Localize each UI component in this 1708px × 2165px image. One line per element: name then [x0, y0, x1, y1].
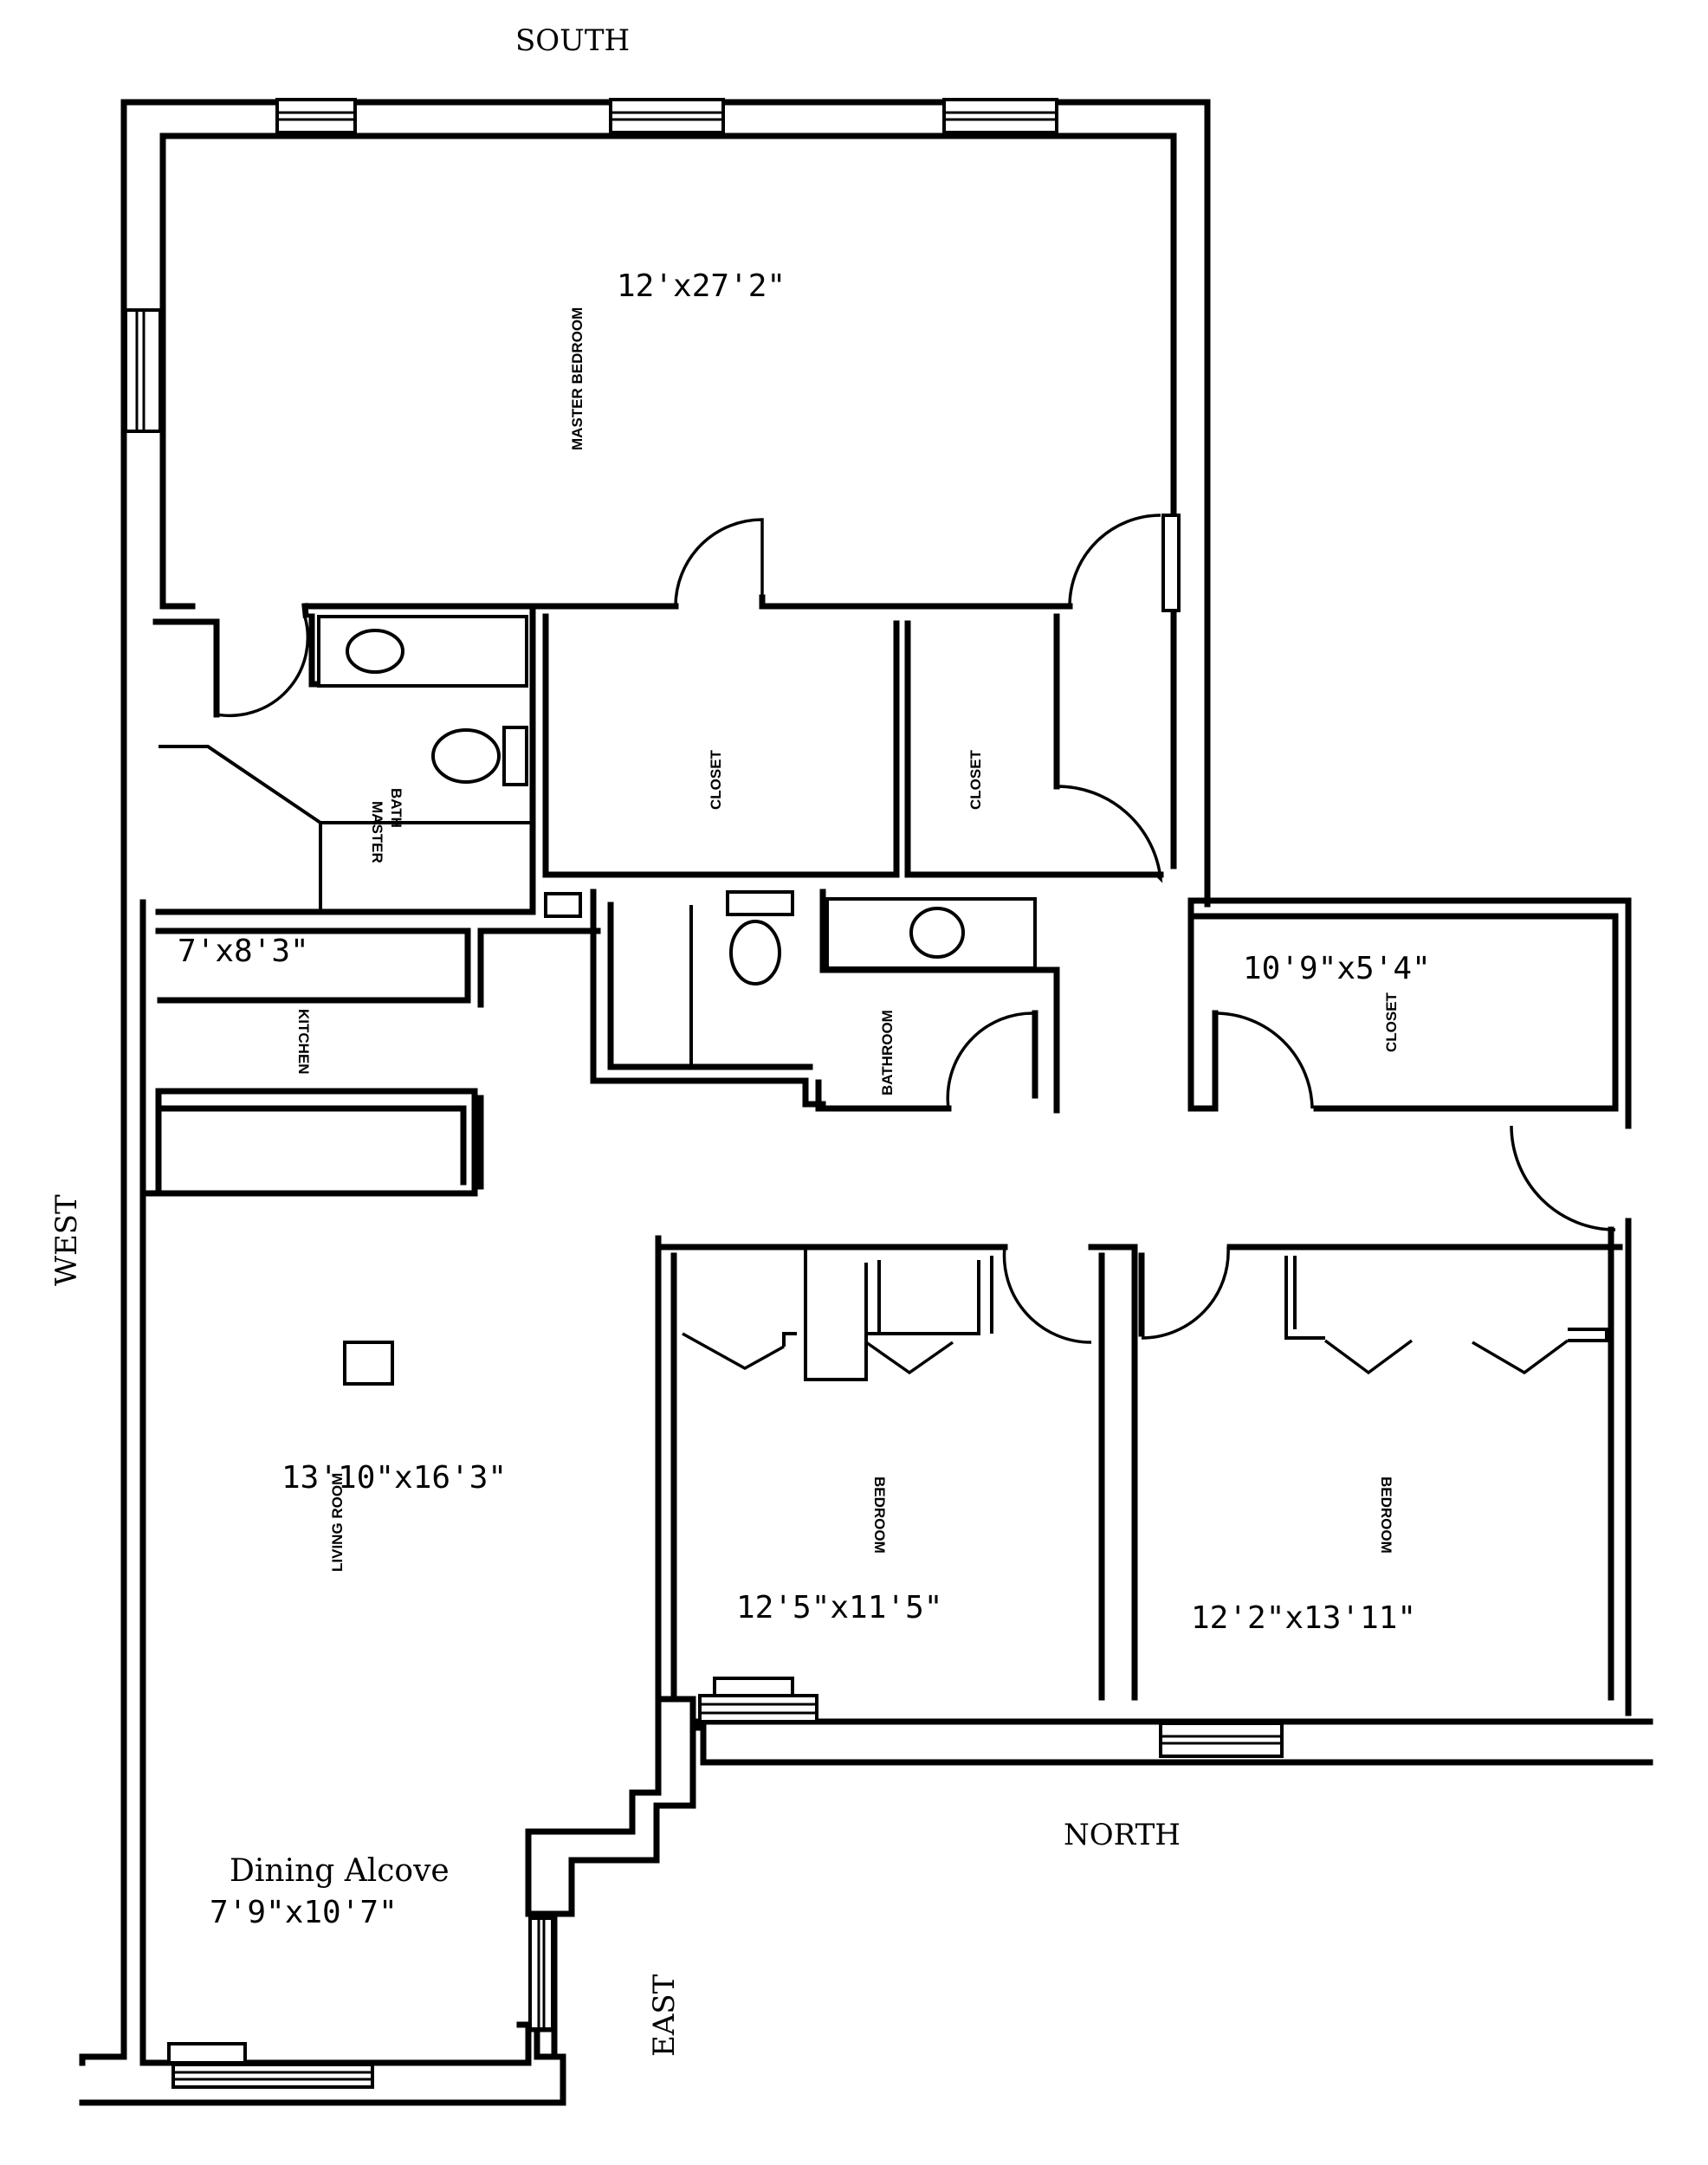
- door-master-closet: [674, 518, 764, 607]
- doors: [216, 514, 1616, 1375]
- bedroom-1-dims: 12'5"x11'5": [736, 1590, 942, 1625]
- compass-east: EAST: [647, 1974, 682, 2057]
- dining-alcove-label: Dining Alcove: [230, 1853, 450, 1889]
- window-bedroom-1: [698, 1677, 818, 1723]
- bedroom-2-label: BEDROOM: [1378, 1477, 1394, 1554]
- dining-alcove-dims: 7'9"x10'7": [210, 1895, 398, 1930]
- master-bath-sink: [317, 615, 528, 688]
- closet-2-label: CLOSET: [967, 749, 984, 810]
- bathroom-toilet: [726, 890, 794, 986]
- living-room-column: [343, 1341, 394, 1386]
- kitchen-label: KITCHEN: [295, 1009, 312, 1075]
- door-master-east: [1068, 514, 1161, 607]
- window-dining-north: [167, 2042, 374, 2089]
- closet-3-dims: 10'9"x5'4": [1243, 951, 1431, 986]
- bedroom-2-dims: 12'2"x13'11": [1191, 1600, 1416, 1636]
- outer-walls: [79, 99, 1653, 2106]
- door-master-bath: [216, 616, 310, 718]
- compass-west: WEST: [49, 1194, 84, 1286]
- compass-south: SOUTH: [515, 23, 630, 58]
- bathroom-label: BATHROOM: [879, 1010, 896, 1095]
- interior-walls: [152, 594, 1623, 1701]
- door-bedroom-2: [1141, 1246, 1230, 1340]
- window-south-2: [609, 98, 725, 134]
- master-bath-tub: [159, 745, 533, 912]
- living-room-label: LIVING ROOM: [329, 1473, 346, 1572]
- window-bedroom-2: [1159, 1722, 1284, 1758]
- window-west: [124, 308, 162, 433]
- closet-3-label: CLOSET: [1383, 992, 1400, 1052]
- windows: [124, 98, 1284, 2089]
- window-master-east: [1161, 514, 1181, 612]
- bathroom-sink: [825, 897, 1037, 970]
- door-bedroom-1: [1002, 1246, 1092, 1344]
- master-bath-label-line2: BATH: [388, 788, 404, 828]
- compass-north: NORTH: [1064, 1818, 1181, 1852]
- bedroom-1-label: BEDROOM: [871, 1477, 888, 1554]
- door-east-closet: [1214, 1011, 1314, 1109]
- door-hall: [1510, 1125, 1616, 1231]
- master-bath-toilet: [431, 726, 528, 786]
- master-bedroom-dims: 12'x27'2": [617, 268, 786, 304]
- door-bathroom: [946, 1011, 1036, 1109]
- closet-1-label: CLOSET: [708, 749, 724, 810]
- master-bath-label-line1: MASTER: [369, 801, 385, 863]
- window-south-1: [275, 98, 357, 134]
- kitchen-dims: 7'x8'3": [178, 934, 309, 969]
- fixtures: [159, 615, 1037, 1386]
- room-labels: MASTER BEDROOM 12'x27'2" MASTER BATH CLO…: [178, 268, 1431, 1930]
- master-bedroom-label: MASTER BEDROOM: [569, 307, 586, 450]
- window-south-3: [942, 98, 1058, 134]
- window-dining-east: [528, 1916, 554, 2031]
- door-closet-2: [1056, 785, 1163, 883]
- living-room-dims: 13'10"x16'3": [281, 1460, 507, 1496]
